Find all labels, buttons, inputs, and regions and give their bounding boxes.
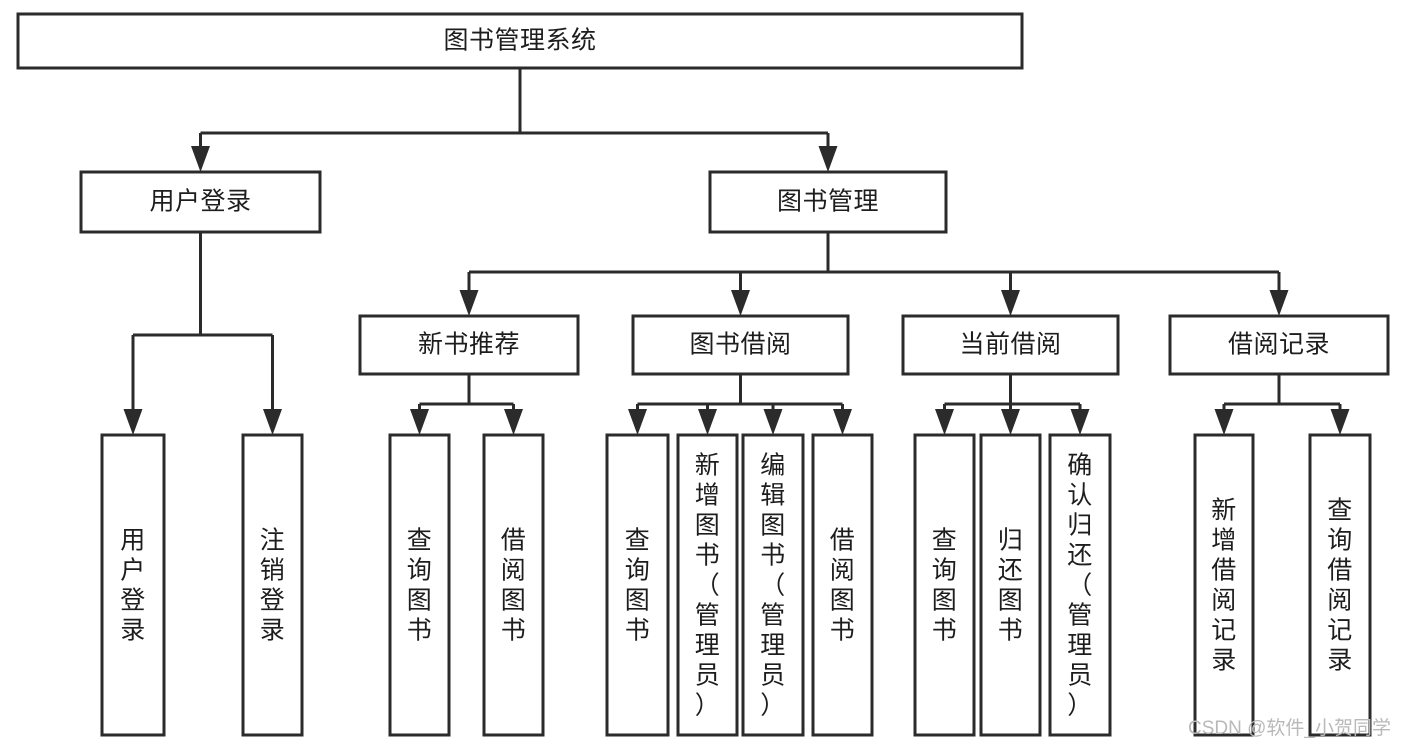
arrowhead-icon bbox=[504, 409, 523, 435]
node-label: 借阅图书 bbox=[830, 526, 856, 644]
node-l4-user-login[interactable]: 用户登录 bbox=[100, 433, 166, 737]
node-l4-query-book-a[interactable]: 查询图书 bbox=[388, 433, 451, 737]
arrowhead-icon bbox=[263, 409, 282, 435]
arrowhead-icon bbox=[763, 409, 783, 435]
node-label: 新增图书（管理员） bbox=[695, 451, 721, 719]
node-label: 用户登录 bbox=[149, 188, 251, 216]
node-l2-user-login[interactable]: 用户登录 bbox=[79, 170, 322, 234]
arrowhead-icon bbox=[935, 409, 954, 435]
watermark-text: CSDN @软件_小贺同学 bbox=[1188, 718, 1391, 739]
arrowhead-icon bbox=[1214, 409, 1234, 435]
arrowhead-icon bbox=[459, 290, 479, 316]
node-root[interactable]: 图书管理系统 bbox=[16, 12, 1024, 70]
arrowhead-icon bbox=[1070, 409, 1090, 435]
arrowhead-icon bbox=[1001, 290, 1020, 316]
node-box[interactable] bbox=[913, 433, 976, 737]
arrowhead-icon bbox=[818, 146, 838, 172]
arrowhead-icon bbox=[833, 409, 852, 435]
node-label: 查询图书 bbox=[932, 526, 958, 644]
node-label: 新书推荐 bbox=[418, 331, 520, 359]
arrowhead-icon bbox=[698, 409, 717, 435]
arrowhead-icon bbox=[123, 409, 143, 435]
node-label: 用户登录 bbox=[120, 526, 146, 644]
node-l3-borrow-record[interactable]: 借阅记录 bbox=[1168, 314, 1390, 376]
node-box[interactable] bbox=[741, 433, 805, 737]
node-box[interactable] bbox=[1308, 433, 1372, 737]
node-box[interactable] bbox=[100, 433, 166, 737]
connector-group bbox=[410, 374, 523, 435]
connector-group bbox=[935, 374, 1090, 435]
node-box[interactable] bbox=[708, 170, 948, 234]
node-box[interactable] bbox=[1193, 433, 1255, 737]
node-box[interactable] bbox=[388, 433, 451, 737]
node-label: 查询图书 bbox=[625, 526, 651, 644]
node-l4-borrow-book-a[interactable]: 借阅图书 bbox=[482, 433, 545, 737]
node-label: 确认归还（管理员） bbox=[1067, 451, 1093, 719]
connector-group bbox=[459, 232, 1289, 316]
node-label: 编辑图书（管理员） bbox=[760, 451, 786, 719]
node-box[interactable] bbox=[631, 314, 850, 376]
node-l4-add-record[interactable]: 新增借阅记录 bbox=[1193, 433, 1255, 737]
node-label: 注销登录 bbox=[260, 526, 286, 644]
node-box[interactable] bbox=[811, 433, 874, 737]
node-box[interactable] bbox=[358, 314, 580, 376]
node-box[interactable] bbox=[901, 314, 1120, 376]
node-label: 借阅记录 bbox=[1228, 331, 1330, 359]
connector-group bbox=[191, 68, 838, 172]
node-label: 新增借阅记录 bbox=[1211, 496, 1237, 674]
node-box[interactable] bbox=[16, 12, 1024, 70]
node-l4-borrow-book-b[interactable]: 借阅图书 bbox=[811, 433, 874, 737]
node-label: 查询借阅记录 bbox=[1327, 496, 1353, 674]
connector-group bbox=[123, 232, 282, 435]
node-l4-edit-book[interactable]: 编辑图书（管理员） bbox=[741, 433, 805, 737]
node-box[interactable] bbox=[676, 433, 739, 737]
node-l4-query-book-b[interactable]: 查询图书 bbox=[605, 433, 670, 737]
node-l4-logout[interactable]: 注销登录 bbox=[241, 433, 304, 737]
node-l4-add-book[interactable]: 新增图书（管理员） bbox=[676, 433, 739, 737]
connector-layer bbox=[123, 68, 1350, 435]
node-box[interactable] bbox=[482, 433, 545, 737]
connector-group bbox=[1214, 374, 1350, 435]
node-l3-book-borrow[interactable]: 图书借阅 bbox=[631, 314, 850, 376]
node-label: 归还图书 bbox=[998, 526, 1024, 644]
node-label: 查询图书 bbox=[407, 526, 433, 644]
arrowhead-icon bbox=[1269, 290, 1289, 316]
node-layer: 图书管理系统用户登录图书管理新书推荐图书借阅当前借阅借阅记录用户登录注销登录查询… bbox=[16, 12, 1390, 737]
node-box[interactable] bbox=[241, 433, 304, 737]
node-box[interactable] bbox=[1168, 314, 1390, 376]
connector-group bbox=[628, 374, 852, 435]
node-l4-confirm-return[interactable]: 确认归还（管理员） bbox=[1048, 433, 1112, 737]
arrowhead-icon bbox=[731, 290, 750, 316]
arrowhead-icon bbox=[191, 146, 210, 172]
node-l3-current-borrow[interactable]: 当前借阅 bbox=[901, 314, 1120, 376]
node-l3-new-book-rec[interactable]: 新书推荐 bbox=[358, 314, 580, 376]
arrowhead-icon bbox=[1001, 409, 1020, 435]
node-l2-book-mgmt[interactable]: 图书管理 bbox=[708, 170, 948, 234]
node-l4-return-book[interactable]: 归还图书 bbox=[979, 433, 1042, 737]
node-box[interactable] bbox=[979, 433, 1042, 737]
node-label: 借阅图书 bbox=[501, 526, 527, 644]
node-label: 当前借阅 bbox=[959, 331, 1061, 359]
node-label: 图书管理 bbox=[777, 188, 879, 216]
arrowhead-icon bbox=[1330, 409, 1350, 435]
node-box[interactable] bbox=[1048, 433, 1112, 737]
node-l4-query-book-c[interactable]: 查询图书 bbox=[913, 433, 976, 737]
arrowhead-icon bbox=[628, 409, 647, 435]
node-label: 图书管理系统 bbox=[443, 27, 596, 55]
node-label: 图书借阅 bbox=[689, 331, 791, 359]
arrowhead-icon bbox=[410, 409, 429, 435]
node-l4-query-record[interactable]: 查询借阅记录 bbox=[1308, 433, 1372, 737]
node-box[interactable] bbox=[605, 433, 670, 737]
node-box[interactable] bbox=[79, 170, 322, 234]
